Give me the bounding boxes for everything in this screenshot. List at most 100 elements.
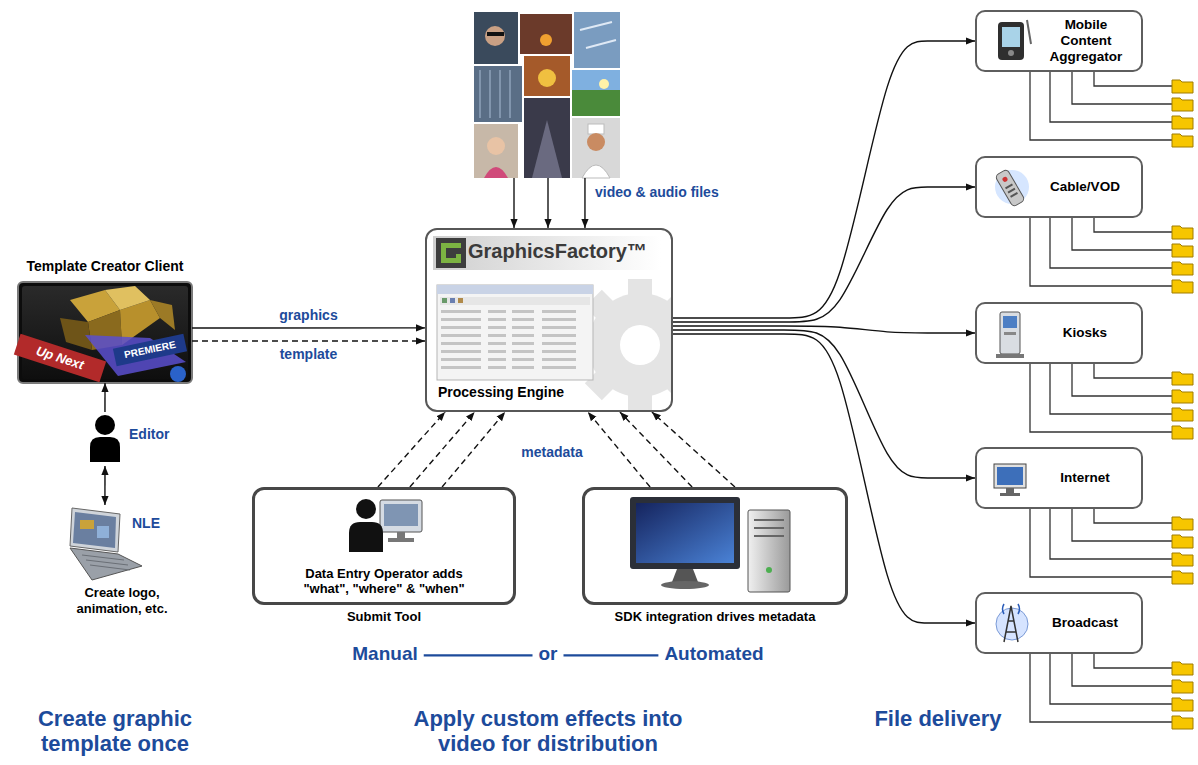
- workstation-icon: [672, 569, 698, 582]
- section-caption: File delivery: [873, 706, 1003, 731]
- app-screenshot: [458, 298, 463, 303]
- kiosk-icon: [1004, 332, 1016, 335]
- tool-label: NLE: [132, 515, 160, 532]
- remote-icon: [1005, 183, 1013, 189]
- laptop-icon: [70, 508, 120, 552]
- node-text: Data Entry Operator adds "what", "where"…: [283, 566, 485, 597]
- node-text: Kiosks: [1035, 325, 1135, 341]
- dashed-arrow: [442, 412, 505, 487]
- workstation-icon: [766, 567, 772, 573]
- monitor-icon: [994, 464, 1026, 488]
- tower-icon: [1003, 604, 1020, 614]
- app-screenshot: [437, 285, 593, 294]
- engine-gear: [628, 279, 652, 299]
- kiosk-icon: [1000, 312, 1020, 354]
- dashed-arrow: [620, 412, 692, 487]
- node-text: Internet: [1035, 470, 1135, 486]
- media-collage: [474, 12, 620, 178]
- folder-tree: [1030, 654, 1193, 729]
- mode-rule: [424, 654, 533, 656]
- media-files: video & audio files: [474, 12, 620, 178]
- edge-label: graphics: [277, 307, 339, 324]
- workstation-icon: [630, 497, 790, 592]
- kiosk-icon: [996, 354, 1024, 358]
- media-collage: [474, 66, 522, 122]
- pda-icon: [1002, 27, 1020, 47]
- editor-role: Editor: [85, 412, 170, 466]
- folder-tree: [1030, 364, 1193, 439]
- template-creator-art: [150, 300, 175, 330]
- mode-label: Automated: [664, 643, 763, 666]
- arrow: [547, 178, 548, 228]
- arrow: [673, 41, 975, 318]
- laptop-icon: [97, 526, 109, 538]
- template-creator-art: [170, 366, 186, 382]
- operator-icon: [397, 532, 405, 538]
- pda-icon: [998, 22, 1024, 60]
- node-caption: SDK integration drives metadata: [585, 609, 845, 625]
- delivery-target: Kiosks: [975, 302, 1143, 364]
- media-collage: [474, 124, 518, 178]
- template-creator-art: [14, 334, 106, 383]
- logo-badge: [433, 236, 661, 270]
- processing-engine: GraphicsFactory™Processing Engine: [425, 228, 673, 412]
- app-screenshot: [442, 298, 447, 303]
- tower-icon: [1004, 606, 1018, 642]
- pda-icon: [998, 20, 1031, 60]
- logo-badge: [433, 236, 661, 270]
- operator-icon: [356, 499, 376, 519]
- arrow: [513, 178, 514, 228]
- section-caption: Apply custom effects into video for dist…: [383, 706, 713, 756]
- remote-icon: [1008, 188, 1016, 194]
- kiosk-icon: [996, 312, 1024, 358]
- media-collage: [588, 124, 604, 134]
- media-collage: [520, 14, 572, 54]
- template-creator-art: [105, 286, 150, 310]
- node-caption: Submit Tool: [255, 609, 513, 625]
- node-text: Broadcast: [1035, 615, 1135, 631]
- media-collage: [538, 69, 556, 87]
- mode-label: Manual: [352, 643, 417, 666]
- delivery-target: Broadcast: [975, 592, 1143, 654]
- arrow: [104, 383, 105, 412]
- editor-person-icon: [95, 415, 115, 435]
- dashed-arrow: [410, 412, 475, 487]
- mode-label: or: [539, 643, 558, 666]
- media-collage: [480, 70, 510, 118]
- media-collage: [572, 70, 620, 90]
- delivery-target: Mobile Content Aggregator: [975, 10, 1143, 72]
- media-collage: [474, 12, 518, 64]
- node-caption: video & audio files: [595, 184, 719, 201]
- operator-icon: [380, 500, 422, 532]
- media-collage: [487, 32, 504, 36]
- folder-tree: [1030, 218, 1193, 293]
- logo-badge: [441, 243, 461, 263]
- template-creator-art: [113, 334, 187, 367]
- operator-icon: [384, 504, 418, 526]
- connectors: [105, 41, 975, 623]
- monitor-icon: [997, 467, 1023, 485]
- operator-icon: [349, 499, 422, 552]
- laptop-icon: [73, 512, 116, 548]
- editor-person-icon: [90, 415, 120, 462]
- arrow: [673, 187, 975, 322]
- workstation-icon: [661, 581, 709, 589]
- tower-icon: [996, 604, 1028, 642]
- dashed-arrow: [378, 412, 445, 487]
- node-heading: Template Creator Client: [5, 258, 205, 275]
- laptop-icon: [70, 548, 142, 580]
- media-collage: [572, 70, 620, 116]
- arrow: [104, 466, 105, 505]
- workstation-icon: [636, 503, 734, 563]
- role-label: Editor: [129, 426, 169, 443]
- monitor-icon: [1006, 488, 1014, 493]
- workstation-icon: [630, 497, 740, 569]
- media-collage: [532, 120, 562, 178]
- node-text: Mobile Content Aggregator: [1043, 17, 1129, 66]
- pda-icon: [1008, 50, 1014, 56]
- editor-person-icon: [90, 437, 120, 462]
- laptop-icon: [82, 555, 130, 570]
- laptop-icon: [80, 520, 94, 529]
- remote-icon: [995, 169, 1025, 207]
